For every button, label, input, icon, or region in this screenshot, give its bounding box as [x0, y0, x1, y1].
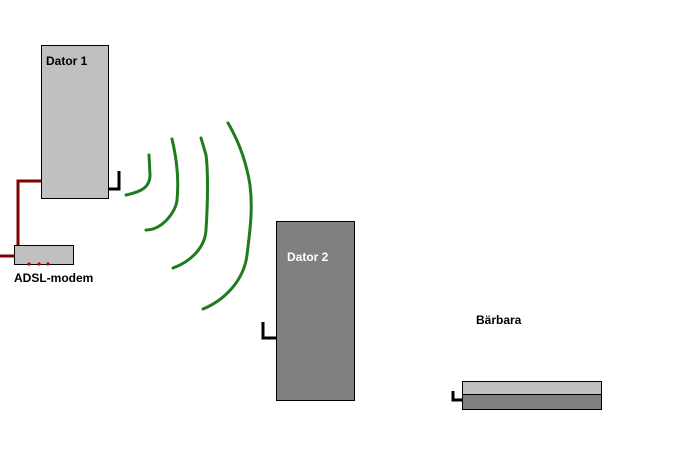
modem-led	[37, 262, 41, 266]
ethernet-cable	[0, 179, 41, 258]
laptop-antenna	[451, 391, 462, 402]
modem-label: ADSL-modem	[14, 271, 94, 285]
modem-box	[14, 245, 74, 265]
dator2-box	[276, 221, 355, 401]
laptop-base	[462, 394, 602, 410]
dator2-antenna	[261, 322, 276, 340]
laptop-lid	[462, 381, 602, 395]
dator1-box	[41, 45, 109, 199]
modem-led	[46, 262, 50, 266]
dator1-antenna	[109, 171, 121, 191]
dator2-label: Dator 2	[287, 250, 329, 264]
modem-led	[27, 262, 31, 266]
laptop-label: Bärbara	[476, 313, 522, 327]
dator1-label: Dator 1	[46, 54, 88, 68]
signal-wave	[171, 136, 209, 270]
signal-wave	[144, 137, 180, 232]
signal-wave	[124, 153, 152, 197]
signal-wave	[201, 121, 253, 311]
